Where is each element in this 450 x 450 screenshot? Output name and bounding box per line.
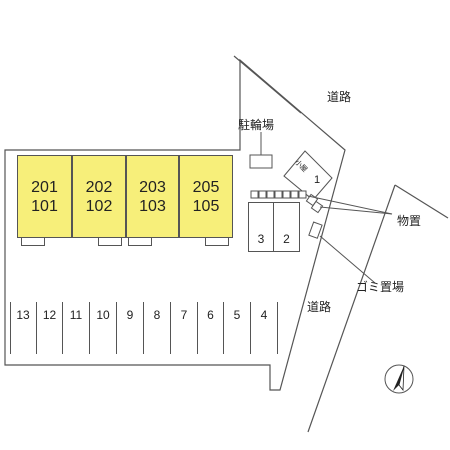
unit-lower-number: 103 <box>139 197 166 215</box>
porch <box>205 237 229 246</box>
porch <box>128 237 152 246</box>
unit-202-102[interactable]: 202 102 <box>72 155 126 238</box>
unit-lower-number: 102 <box>85 197 113 215</box>
parking-number: 4 <box>260 308 268 322</box>
parking-number: 2 <box>283 232 290 246</box>
parking-space-8[interactable]: 8 <box>144 302 171 354</box>
road-edge-right <box>307 184 396 433</box>
garbage-box <box>308 221 323 239</box>
parking-number: 13 <box>16 308 30 322</box>
parking-number: 10 <box>96 308 110 322</box>
storage-label: 物置 <box>397 214 422 228</box>
parking-space-6[interactable]: 6 <box>198 302 224 354</box>
north-arrow-icon <box>384 364 414 394</box>
parking-number: 9 <box>126 308 134 322</box>
parking-space-3[interactable]: 3 <box>248 202 274 252</box>
parking-number: 3 <box>257 232 265 246</box>
parking-space-7[interactable]: 7 <box>171 302 198 354</box>
parking-space-9[interactable]: 9 <box>117 302 144 354</box>
parking-number: 8 <box>153 308 161 322</box>
unit-205-105[interactable]: 205 105 <box>179 155 233 238</box>
unit-lower-number: 105 <box>192 197 220 215</box>
storage-units <box>250 190 324 214</box>
parking-number: 12 <box>42 308 57 322</box>
unit-upper-number: 203 <box>139 178 166 196</box>
parking-space-2[interactable]: 2 <box>273 202 300 252</box>
parking-space-12[interactable]: 12 <box>37 302 63 354</box>
porch <box>98 237 122 246</box>
parking-space-1-number: 1 <box>314 174 321 186</box>
porch <box>21 237 45 246</box>
parking-number: 7 <box>180 308 188 322</box>
unit-201-101[interactable]: 201 101 <box>17 155 72 238</box>
garbage-label: ゴミ置場 <box>356 280 405 294</box>
parking-space-11[interactable]: 11 <box>63 302 90 354</box>
road-label-top: 道路 <box>327 90 352 104</box>
parking-space-4[interactable]: 4 <box>251 302 278 354</box>
parking-space-13[interactable]: 13 <box>10 302 37 354</box>
bicycle-parking-box <box>249 154 273 169</box>
unit-upper-number: 202 <box>85 178 113 196</box>
unit-lower-number: 101 <box>31 197 58 215</box>
road-edge-upper <box>233 55 302 114</box>
label-pointers <box>307 195 393 284</box>
unit-upper-number: 205 <box>192 178 220 196</box>
unit-203-103[interactable]: 203 103 <box>126 155 179 238</box>
parking-row <box>10 302 11 354</box>
parking-space-10[interactable]: 10 <box>90 302 117 354</box>
road-label-right: 道路 <box>307 300 332 314</box>
road-edge-right-corner <box>394 184 449 219</box>
parking-number: 11 <box>69 308 83 322</box>
parking-number: 5 <box>233 308 241 322</box>
unit-upper-number: 201 <box>31 178 58 196</box>
parking-space-5[interactable]: 5 <box>224 302 251 354</box>
bicycle-parking-label: 駐輪場 <box>238 118 275 132</box>
parking-number: 6 <box>207 308 214 322</box>
